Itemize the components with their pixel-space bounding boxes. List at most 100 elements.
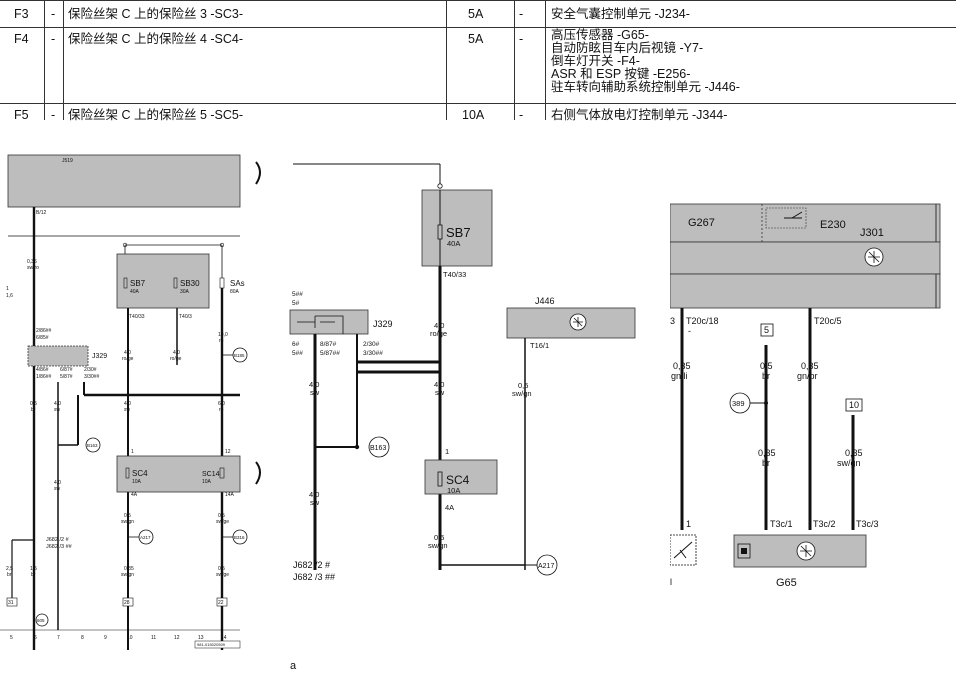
label: 0,5 <box>124 513 131 519</box>
label: A217 <box>538 563 554 570</box>
label: 0,5 <box>518 381 528 390</box>
terminal-box <box>845 398 863 412</box>
label: sw/gn <box>428 541 448 550</box>
label: T3c/2 <box>813 519 836 529</box>
label: 14A <box>225 492 235 498</box>
table-line <box>446 0 447 120</box>
grid-number: 5 <box>10 635 13 641</box>
label: 31 <box>8 600 14 606</box>
connector <box>122 242 128 248</box>
label: 4,0 <box>54 480 61 486</box>
e230-switch <box>765 207 807 229</box>
label: 0,5 <box>760 361 773 371</box>
label: ro/ge <box>122 356 134 362</box>
label: 5/87## <box>320 350 340 357</box>
label: 1,5 <box>30 566 37 572</box>
label: J446 <box>535 296 555 306</box>
label: T40/33 <box>443 270 466 279</box>
label: SB7 <box>446 225 471 240</box>
fuse-dash: - <box>51 7 56 21</box>
label: 389 <box>732 399 745 408</box>
label: A217 <box>140 535 151 540</box>
footnote: a <box>290 660 297 672</box>
table-line <box>514 0 515 120</box>
fuse-icon <box>125 467 130 479</box>
label: sw <box>124 407 131 413</box>
label: gn/li <box>671 371 688 381</box>
table-line <box>44 0 45 120</box>
label: 0,5 <box>218 566 225 572</box>
terminal-box <box>216 597 228 607</box>
fuse-amp: 5A <box>468 7 484 21</box>
label: sw/ge <box>216 572 229 578</box>
j329-relay <box>27 345 89 367</box>
label: sw/gn <box>837 458 861 468</box>
label: 12 <box>225 449 231 455</box>
ground-connector <box>729 392 751 414</box>
label: 0,35 <box>124 566 134 572</box>
label: SC14 <box>202 471 220 478</box>
label: J329 <box>92 353 107 360</box>
j301-module-lower <box>670 273 941 309</box>
table-line <box>0 103 956 104</box>
label: l <box>670 577 672 587</box>
grid-number: 14 <box>221 635 227 641</box>
fuse-dash: - <box>51 32 56 46</box>
fuse-id: F4 <box>14 32 29 46</box>
label: br <box>7 572 12 578</box>
label: T16/1 <box>530 341 549 350</box>
label: 0,5 <box>30 401 37 407</box>
label: 1 <box>6 286 9 292</box>
label: 0,35 <box>845 448 863 458</box>
fuse-icon <box>219 467 225 479</box>
label: 0,35 <box>758 448 776 458</box>
label: 6,0 <box>218 401 225 407</box>
grid-number: 9 <box>104 635 107 641</box>
grid-number: 6 <box>34 635 37 641</box>
label: sw <box>310 498 320 507</box>
control-unit-icon <box>868 251 880 263</box>
fuse-table: F3 - 保险丝架 C 上的保险丝 3 -SC3- 5A - 安全气囊控制单元 … <box>0 0 956 122</box>
label: 0,36 <box>27 259 37 265</box>
label: 2,5 <box>6 566 13 572</box>
fuse-icon <box>437 471 443 487</box>
grid-number: 7 <box>57 635 60 641</box>
grid-number: 10 <box>127 635 133 641</box>
label: G65 <box>776 577 797 589</box>
sc4-fuse-block <box>424 459 498 495</box>
fuse-amp: 10A <box>462 108 485 122</box>
label: 10A <box>202 479 212 485</box>
label: 30A <box>180 289 190 295</box>
label: J682 /2 # <box>46 537 70 543</box>
reference-box <box>194 640 241 649</box>
label: SB30 <box>180 279 200 288</box>
fuse-consumer: 自动防眩目车内后视镜 -Y7- <box>551 41 704 55</box>
table-line <box>0 27 956 28</box>
label: sw <box>435 388 445 397</box>
label: 40A <box>447 239 460 248</box>
fuse-dash2: - <box>519 7 524 21</box>
label: 2/86## <box>36 328 52 334</box>
label: 4,0 <box>309 490 319 499</box>
label: 1 <box>131 449 134 455</box>
control-unit-icon <box>573 317 583 327</box>
sb7-fuse-block <box>421 189 493 267</box>
label: br <box>762 458 770 468</box>
fuse-icon <box>219 277 225 289</box>
label: 6/87# <box>60 367 73 373</box>
fuse-consumer: 安全气囊控制单元 -J234- <box>551 7 690 21</box>
label: 3/30## <box>84 374 100 380</box>
fuse-amp: 5A <box>468 32 484 46</box>
terminal-box <box>122 597 134 607</box>
label: ro <box>219 338 224 344</box>
label: 5## <box>292 350 303 357</box>
label: J682 /3 ## <box>293 572 335 582</box>
ground-point <box>35 613 49 627</box>
label: T40/33 <box>129 314 145 320</box>
label: 2/30# <box>84 367 97 373</box>
label: br <box>31 407 36 413</box>
label: T20c/18 <box>686 316 719 326</box>
fuse-desc: 保险丝架 C 上的保险丝 5 -SC5- <box>68 108 244 122</box>
label: sw/gn <box>121 519 134 525</box>
fuse-desc: 保险丝架 C 上的保险丝 3 -SC3- <box>68 7 244 21</box>
